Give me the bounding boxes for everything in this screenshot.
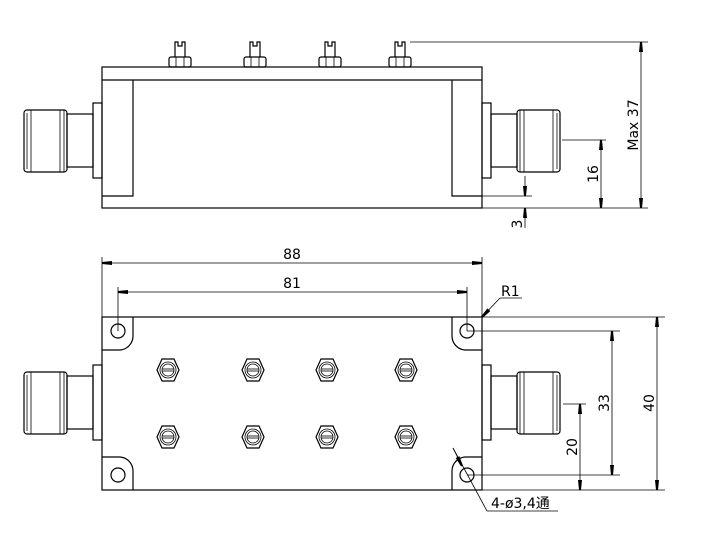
tuning-screws-top — [156, 358, 418, 449]
housing-side — [101, 66, 483, 209]
mounting-holes — [110, 323, 475, 483]
dim-3: 3 — [510, 220, 526, 229]
dim-33: 33 — [597, 394, 613, 412]
side-view: Max 37 16 3 — [23, 41, 648, 229]
connector-right-top — [481, 364, 561, 441]
connector-left-top — [23, 364, 103, 441]
dim-r1: R1 — [501, 284, 520, 300]
tuning-screws-side — [168, 41, 412, 68]
top-view: 88 81 R1 40 33 20 4-ø3,4通 — [23, 247, 665, 512]
dim-88: 88 — [283, 247, 301, 263]
connector-right — [481, 102, 561, 179]
dim-20: 20 — [565, 438, 581, 456]
housing-top — [101, 316, 483, 491]
dim-81: 81 — [283, 276, 301, 292]
dim-16: 16 — [586, 165, 602, 183]
dim-40: 40 — [642, 394, 658, 412]
holes-note: 4-ø3,4通 — [491, 496, 550, 512]
connector-left — [23, 102, 103, 179]
dim-max-37: Max 37 — [626, 99, 642, 150]
